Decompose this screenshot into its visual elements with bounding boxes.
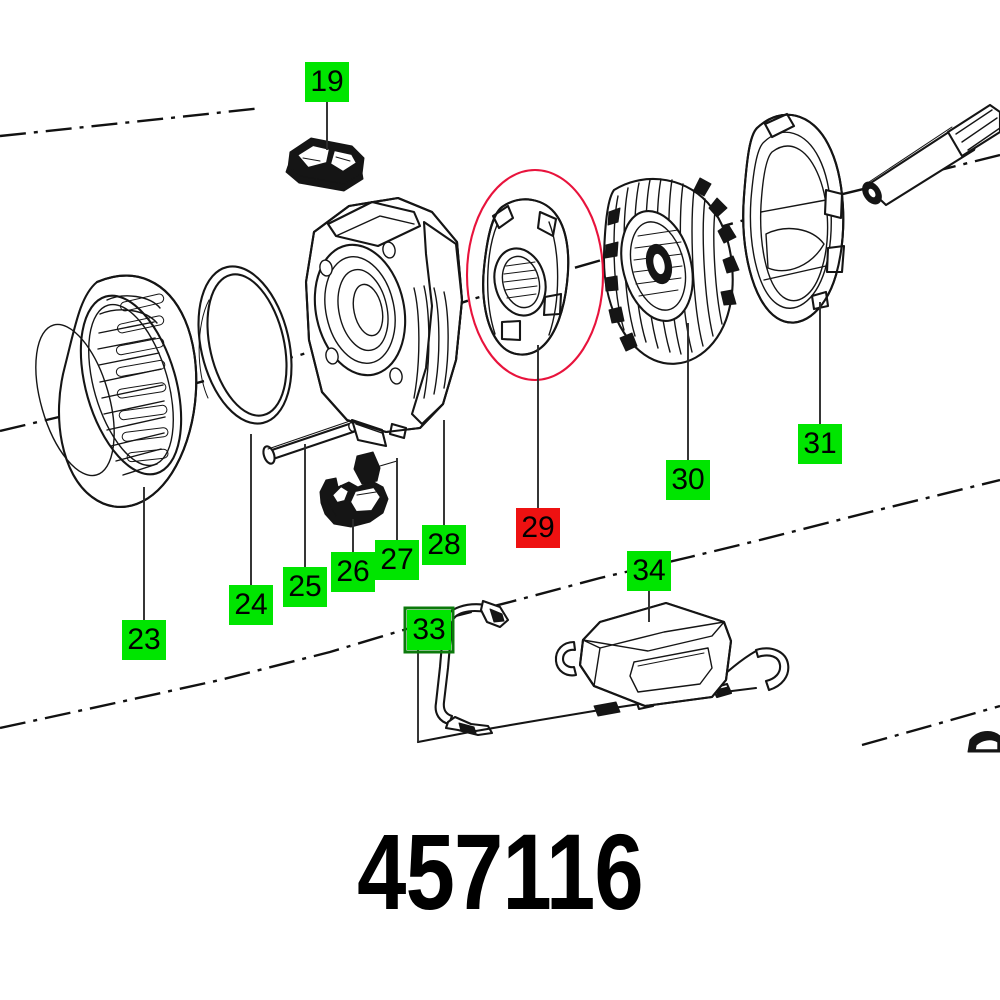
callout-25-box[interactable] <box>283 567 327 607</box>
callout-31[interactable]: 31 <box>798 424 842 464</box>
part-19-terminal-block-connector <box>285 137 365 192</box>
leader-lines-group <box>143 102 821 742</box>
part-armature-shaft <box>862 103 1000 207</box>
callout-28-box[interactable] <box>422 525 466 565</box>
callout-27-text: 27 <box>380 543 413 576</box>
part-23-needle-roller-bearing-cage <box>35 274 198 508</box>
callout-29-text: 29 <box>521 511 554 544</box>
callout-30-box[interactable] <box>666 460 710 500</box>
callout-34-text: 34 <box>632 554 665 587</box>
part-34-electronics-control-module <box>554 601 733 708</box>
part-31-motor-end-bell <box>742 112 846 324</box>
callout-30[interactable]: 30 <box>666 460 710 500</box>
callout-34-box[interactable] <box>627 551 671 591</box>
callout-30-text: 30 <box>671 463 704 496</box>
carrier-hub-splines <box>503 261 538 299</box>
axis-line-lower-section <box>0 478 1000 730</box>
callout-34[interactable]: 34 <box>627 551 671 591</box>
callout-boxes-layer: 19 23 24 25 26 27 28 29 30 31 33 34 <box>122 62 842 660</box>
callout-24-text: 24 <box>234 588 267 621</box>
part-27-rubber-bushing <box>353 451 398 485</box>
axis-line-upper-left <box>0 106 263 138</box>
bearing-roller-pockets <box>115 293 169 463</box>
callout-27-box[interactable] <box>375 540 419 580</box>
axis-lines-group <box>0 106 1000 747</box>
callout-33-border <box>403 606 455 654</box>
callout-26-text: 26 <box>336 555 369 588</box>
partial-element-bottom-right <box>967 731 1000 753</box>
axis-line-lower-right <box>861 704 1000 747</box>
callout-33[interactable]: 33 <box>403 606 455 654</box>
callout-23[interactable]: 23 <box>122 620 166 660</box>
callout-23-box[interactable] <box>122 620 166 660</box>
callout-33-box[interactable] <box>407 610 451 650</box>
callout-31-box[interactable] <box>798 424 842 464</box>
callout-25-text: 25 <box>288 570 321 603</box>
part-30-armature-fan-rotor <box>602 177 740 365</box>
callout-24[interactable]: 24 <box>229 585 273 625</box>
callout-26-box[interactable] <box>331 552 375 592</box>
callout-29[interactable]: 29 <box>516 508 560 548</box>
part-25-pin-shaft <box>262 420 358 465</box>
part-29-gear-carrier-plate <box>482 198 570 356</box>
housing-vent-slots <box>413 285 449 399</box>
callout-26[interactable]: 26 <box>331 552 375 592</box>
part-28-gearbox-housing <box>304 196 464 448</box>
callout-29-box[interactable] <box>516 508 560 548</box>
callout-31-text: 31 <box>803 427 836 460</box>
callout-27[interactable]: 27 <box>375 540 419 580</box>
callout-24-box[interactable] <box>229 585 273 625</box>
callout-28-text: 28 <box>427 528 460 561</box>
shaft-pinion-teeth <box>955 109 1000 151</box>
callout-33-text: 33 <box>412 613 445 646</box>
fan-blade-tips <box>604 177 740 352</box>
callout-28[interactable]: 28 <box>422 525 466 565</box>
callout-19[interactable]: 19 <box>305 62 349 102</box>
callout-19-text: 19 <box>310 65 343 98</box>
callout-25[interactable]: 25 <box>283 567 327 607</box>
bearing-roller-slots <box>97 295 166 476</box>
callout-23-text: 23 <box>127 623 160 656</box>
part-number-label: 457116 <box>357 811 644 932</box>
highlight-ellipse-part-29 <box>465 168 605 382</box>
callout-19-box[interactable] <box>305 62 349 102</box>
part-24-o-ring-seal <box>197 265 293 425</box>
part-26-switch-lever-bracket <box>319 477 389 528</box>
